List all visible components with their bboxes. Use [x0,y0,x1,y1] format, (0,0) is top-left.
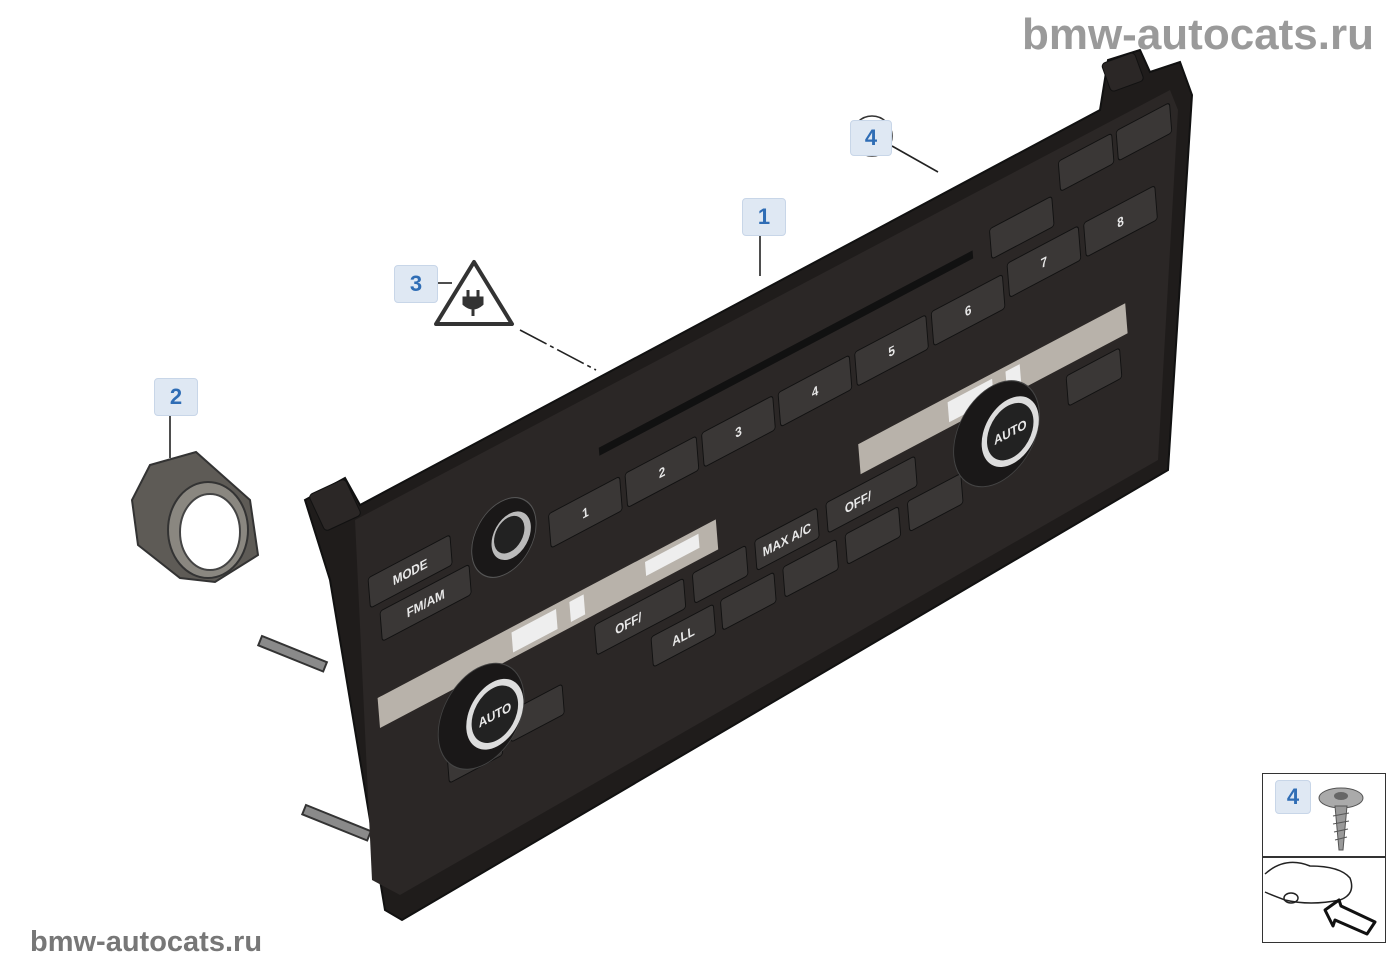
preset-button-6[interactable]: 6 [930,274,1006,346]
preset-button-8[interactable]: 8 [1083,185,1158,257]
preset-button-5[interactable]: 5 [854,315,929,387]
recirculation-button[interactable] [844,506,902,564]
preset-label: 2 [658,463,666,481]
part-2-ring [130,450,260,584]
callout-1[interactable]: 1 [742,198,786,236]
preset-button-3[interactable]: 3 [701,396,776,468]
preset-label: 5 [888,342,896,360]
preset-label: 7 [1040,253,1048,271]
preset-button-4[interactable]: 4 [777,355,853,427]
warning-plug-icon [434,260,514,326]
eject-button[interactable] [989,196,1055,259]
all-button[interactable]: ALL [650,604,716,667]
defrost-rear-button[interactable] [720,572,777,630]
screw-inset: 4 [1262,773,1386,943]
off-left-button[interactable]: OFF/ [594,578,687,655]
callout-2[interactable]: 2 [154,378,198,416]
temp-knob-right[interactable]: AUTO [950,363,1043,504]
car-arrow-icon [1264,861,1377,936]
cd-slot [598,250,974,456]
temp-knob-left[interactable]: AUTO [435,646,528,787]
watermark-top: bmw-autocats.ru [1021,10,1374,59]
watermark-bottom: bmw-autocats.ru [30,926,263,958]
preset-buttons: 1 2 3 4 5 6 7 8 [548,185,1158,548]
inset-callout-4[interactable]: 4 [1275,780,1311,814]
screw-icon [1318,787,1364,851]
preset-button-1[interactable]: 1 [548,476,623,548]
leader-lines [169,145,939,458]
preset-label: 3 [735,423,743,441]
preset-label: 1 [582,504,590,522]
inset-divider [1263,856,1385,858]
preset-label: 6 [964,301,972,319]
volume-knob[interactable] [469,485,539,591]
mounting-pins [256,634,373,842]
skip-forward-button[interactable] [1115,103,1173,161]
callout-3[interactable]: 3 [394,265,438,303]
off-right-button[interactable]: OFF/ [825,456,918,533]
control-panel [303,48,1194,922]
air-distribution-right-button[interactable] [1065,348,1123,406]
preset-button-7[interactable]: 7 [1006,226,1082,298]
callout-4[interactable]: 4 [850,120,892,156]
preset-button-2[interactable]: 2 [624,436,700,508]
preset-label: 4 [811,382,819,401]
preset-label: 8 [1117,213,1125,231]
fan-button[interactable] [782,539,839,597]
skip-back-button[interactable] [1057,133,1115,191]
defrost-front-button[interactable] [692,545,749,603]
seat-heat-right-button[interactable] [907,473,964,532]
